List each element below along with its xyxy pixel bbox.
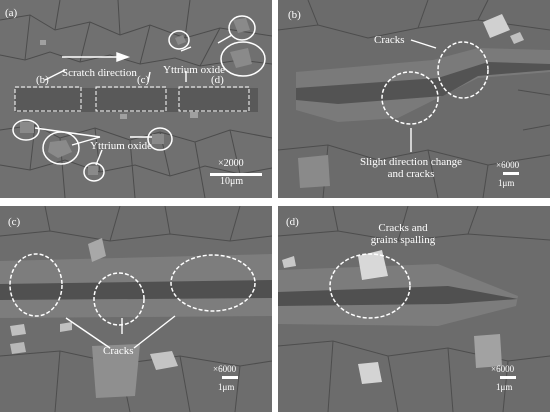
box-d-label: (d) — [211, 74, 224, 86]
cracks-d-line1: Cracks and — [378, 222, 428, 234]
panel-b-label: (b) — [288, 9, 301, 21]
panel-a-scale-bar — [210, 173, 262, 176]
panel-a-label: (a) — [5, 7, 18, 19]
cracks-label-b: Cracks — [374, 34, 405, 46]
panel-d: (d) Cracks and grains spalling ×6000 1μm — [278, 206, 550, 412]
panel-b-scale-label: 1μm — [498, 178, 515, 188]
panel-d-scale-label: 1μm — [496, 382, 513, 392]
yttrium-oxide-bottom-label: Yttrium oxide — [90, 140, 153, 152]
cracks-d-line2: grains spalling — [370, 234, 436, 246]
slight-change-line2: and cracks — [387, 168, 435, 180]
panel-c: (c) Cracks ×6000 1μm — [0, 206, 272, 412]
panel-a: (a) Yttrium oxide Scratch direction (b) … — [0, 0, 272, 198]
panel-d-scale-bar — [500, 376, 516, 379]
panel-a-micrograph — [0, 0, 272, 198]
panel-c-scale-label: 1μm — [218, 382, 235, 392]
panel-b: (b) Cracks Slight direction change and c… — [278, 0, 550, 198]
panel-c-label: (c) — [8, 216, 21, 228]
panel-a-magnification: ×2000 — [218, 158, 244, 169]
panel-c-scale-bar — [222, 376, 238, 379]
panel-b-scale-bar — [503, 172, 519, 175]
yttrium-oxide-top-label: Yttrium oxide — [163, 64, 226, 76]
panel-c-magnification: ×6000 — [213, 364, 237, 374]
scratch-direction-label: Scratch direction — [62, 67, 137, 79]
box-b-label: (b) — [36, 74, 49, 86]
cracks-label-c: Cracks — [103, 345, 134, 357]
slight-change-line1: Slight direction change — [359, 156, 463, 168]
panel-b-magnification: ×6000 — [496, 160, 520, 170]
panel-a-scale-label: 10μm — [220, 176, 244, 187]
box-c-label: (c) — [137, 74, 150, 86]
panel-d-magnification: ×6000 — [491, 364, 515, 374]
panel-d-micrograph — [278, 206, 550, 412]
slight-direction-change-label: Slight direction change and cracks — [340, 156, 482, 180]
panel-b-micrograph — [278, 0, 550, 198]
panel-d-label: (d) — [286, 216, 299, 228]
cracks-and-grains-spalling-label: Cracks and grains spalling — [355, 222, 451, 246]
